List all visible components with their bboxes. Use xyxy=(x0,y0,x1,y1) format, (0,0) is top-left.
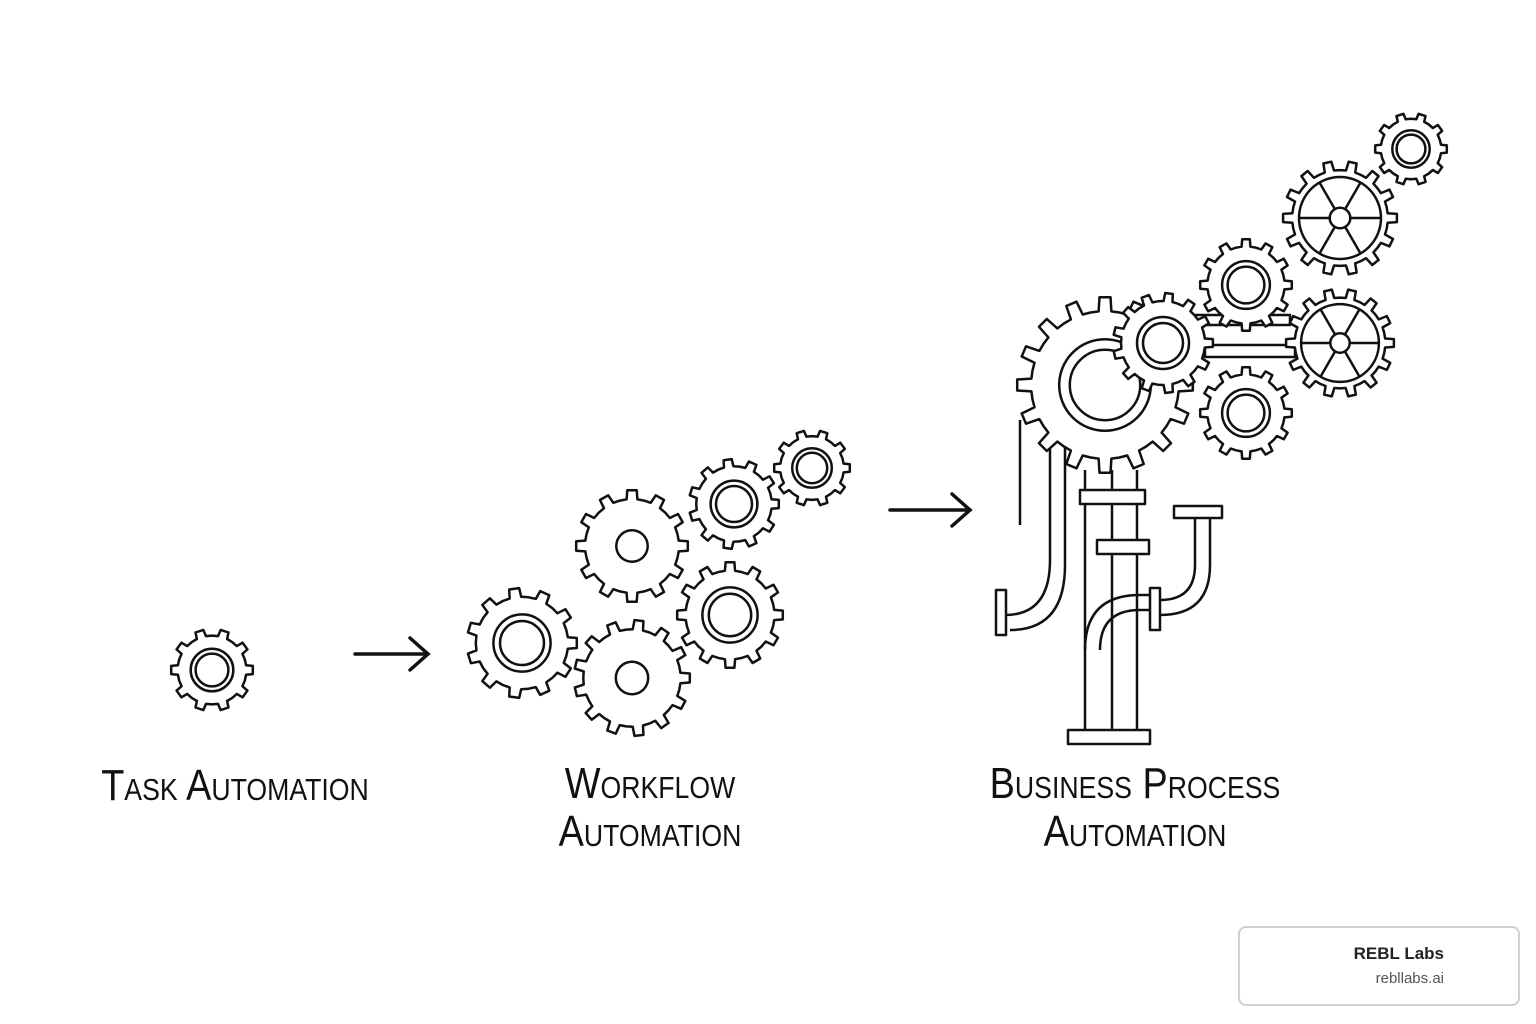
gear-icon xyxy=(169,628,255,712)
arrow-right-icon xyxy=(888,492,973,528)
gear-icon xyxy=(574,488,690,604)
gear-icon xyxy=(1198,365,1294,461)
gear-icon xyxy=(1281,160,1399,276)
stage-title-line: Automation xyxy=(558,807,742,856)
gear-icon xyxy=(1373,112,1449,186)
gear-icon xyxy=(573,618,692,738)
gear-icon xyxy=(772,429,852,507)
gear-icon xyxy=(1284,288,1396,398)
gear-icon xyxy=(1198,237,1294,333)
gear-icon xyxy=(1112,291,1215,395)
stage-title-line: Automation xyxy=(1043,807,1227,856)
stage-title-line: Business Process xyxy=(989,759,1281,808)
brand-name: REBL Labs xyxy=(1353,944,1444,963)
gear-icon xyxy=(688,457,781,551)
arrow-right-icon xyxy=(353,636,431,672)
workflow-gear-cluster xyxy=(466,429,852,738)
task-gear-group xyxy=(169,628,255,712)
gear-icon xyxy=(466,586,579,700)
stage-title-business-process-automation: Business Process Automation xyxy=(963,760,1307,856)
stage-title-task-automation: Task Automation xyxy=(63,762,407,810)
brand-badge: REBL Labs rebllabs.ai xyxy=(1238,926,1520,1006)
stage-title-line: Task Automation xyxy=(101,761,369,810)
stage-title-line: Workflow xyxy=(564,759,736,808)
brand-url: rebllabs.ai xyxy=(1375,970,1444,987)
stage-title-workflow-automation: Workflow Automation xyxy=(487,760,814,856)
gear-icon xyxy=(675,560,785,670)
business-process-gear-cluster xyxy=(1015,112,1449,475)
